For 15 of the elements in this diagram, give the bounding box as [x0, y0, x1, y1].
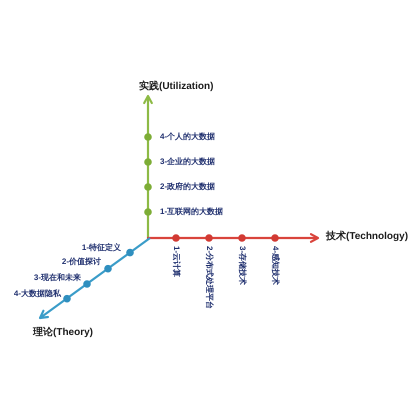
point-label: 2-价值探讨	[62, 258, 101, 266]
point-label: 4-感知技术	[271, 246, 279, 286]
point-label: 3-现在和未来	[34, 274, 81, 282]
point-label: 3-企业的大数据	[160, 158, 216, 166]
point-label: 1-特征定义	[82, 244, 121, 252]
axis-title: 实践(Utilization)	[139, 82, 214, 92]
axis-title: 技术(Technology)	[326, 232, 408, 242]
point-label: 1-互联网的大数据	[160, 208, 224, 216]
axis-title: 理论(Theory)	[33, 328, 93, 338]
point-label: 4-个人的大数据	[160, 133, 216, 141]
point-label: 2-分布式处理平台	[205, 246, 213, 310]
point-label: 2-政府的大数据	[160, 183, 216, 191]
point-label: 4-大数据隐私	[14, 290, 61, 298]
point-label: 1-云计算	[172, 246, 180, 278]
point-label: 3-存储技术	[238, 246, 246, 286]
